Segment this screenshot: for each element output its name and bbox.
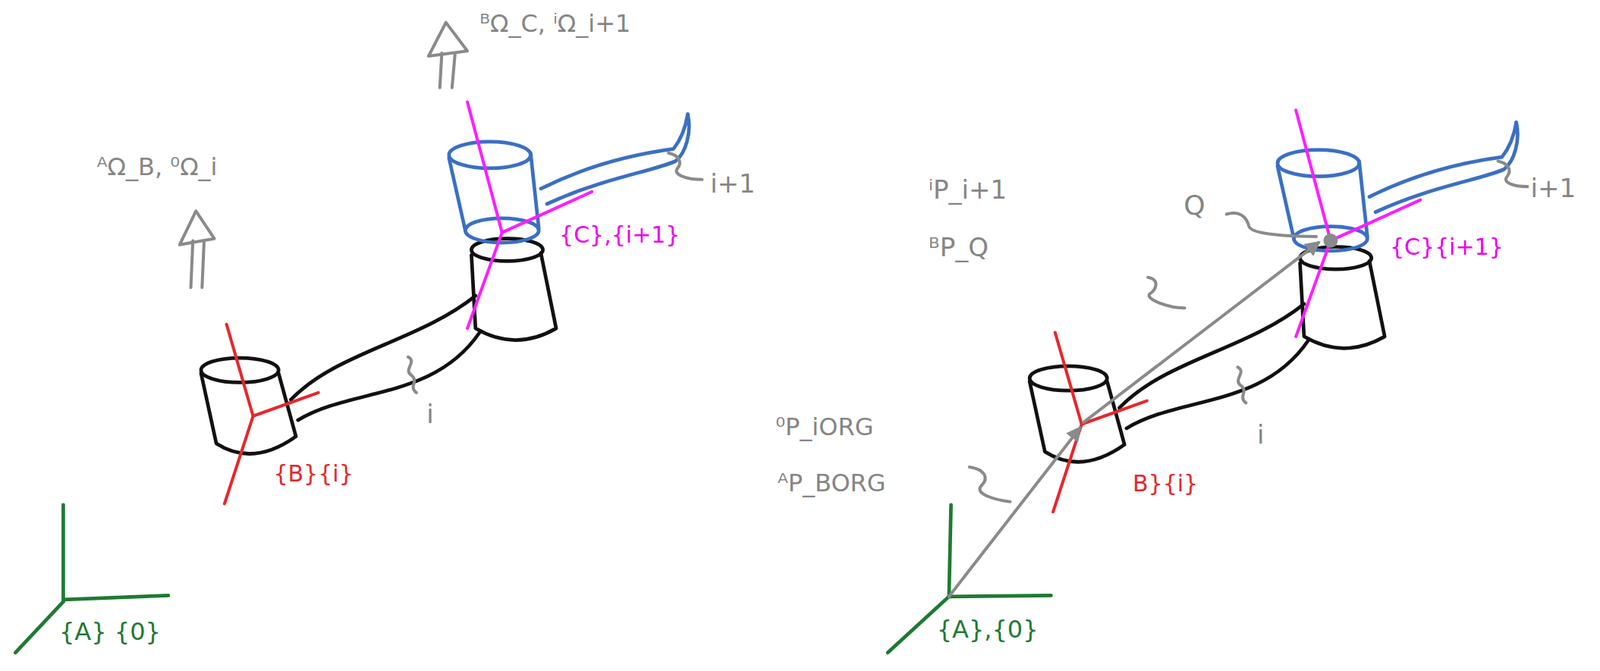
- annotation: [428, 22, 468, 57]
- frame-a: [62, 595, 169, 600]
- link-cylinder: [1277, 166, 1295, 239]
- frame-label: B}{i}: [1132, 471, 1198, 498]
- annotation: [1497, 161, 1528, 188]
- link-cylinder: [1277, 150, 1360, 177]
- frame-c: [1295, 110, 1421, 337]
- link-cylinder: [1369, 122, 1517, 197]
- angular-velocity-label: ᴬΩ_B, ⁰Ω_i: [97, 153, 218, 182]
- frame-c: [1295, 110, 1331, 337]
- link-cylinder: [1126, 340, 1308, 429]
- frame-b: [1053, 332, 1082, 513]
- frame-a: [887, 505, 1051, 654]
- robot-links: [1029, 110, 1518, 513]
- frame-a: [949, 505, 952, 598]
- link-cylinder: [1300, 260, 1386, 349]
- link-cylinder: [1277, 122, 1518, 251]
- point-label: Q: [1183, 189, 1205, 221]
- annotation: [668, 153, 702, 180]
- link-cylinder: [471, 253, 557, 341]
- link-label: i: [1257, 420, 1264, 450]
- frame-c: [467, 101, 503, 329]
- frame-a: [949, 595, 1051, 597]
- frame-label: {C}{i+1}: [1389, 234, 1504, 261]
- vector-label: ⁱP_i+1: [928, 175, 1007, 205]
- annotation: [1147, 277, 1185, 309]
- frame-b: [224, 324, 254, 505]
- frame-c: [467, 101, 592, 329]
- annotation: [191, 240, 194, 288]
- vector-label: ᴮP_Q: [928, 232, 989, 263]
- frame-label: {B}{i}: [273, 461, 353, 488]
- link-cylinder: [546, 114, 689, 205]
- point-q: [1323, 233, 1338, 249]
- annotation: [179, 22, 1528, 598]
- link-cylinder: [1375, 122, 1518, 212]
- link-cylinder: [449, 141, 532, 169]
- link-cylinder: [290, 295, 475, 400]
- link-cylinder: [201, 238, 557, 455]
- link-cylinder: [1029, 381, 1125, 463]
- frame-label: {C},{i+1}: [559, 222, 680, 249]
- link-cylinder: [298, 332, 480, 421]
- annotation: [969, 467, 1011, 503]
- link-cylinder: [449, 157, 466, 230]
- annotation: [1237, 367, 1246, 403]
- annotation: [440, 53, 443, 89]
- annotation: [179, 210, 215, 245]
- vector-label: ⁰P_iORG: [775, 413, 874, 442]
- frame-a: [15, 505, 169, 654]
- vector-label: ᴬP_BORG: [777, 469, 887, 498]
- link-label: i+1: [710, 169, 756, 199]
- frame-a: [15, 602, 63, 654]
- annotation: [408, 357, 417, 393]
- link-cylinder: [201, 373, 296, 454]
- angular-velocity-label: ᴮΩ_C, ⁱΩ_i+1: [479, 9, 631, 38]
- illustration: [15, 22, 1528, 654]
- frame-label: {A},{0}: [936, 616, 1039, 645]
- frame-b: [253, 392, 319, 417]
- frame-b: [1081, 401, 1148, 425]
- annotation: [1083, 242, 1318, 423]
- annotation: [1226, 213, 1317, 237]
- frame-label: {A} {0}: [59, 618, 161, 647]
- frame-a: [61, 505, 66, 603]
- link-cylinder: [1119, 304, 1304, 409]
- annotation: [949, 428, 1080, 598]
- annotation: [452, 53, 456, 89]
- annotation: [201, 240, 205, 288]
- link-label: i+1: [1530, 173, 1577, 204]
- link-label: i: [426, 399, 434, 430]
- link-cylinder: [540, 114, 689, 189]
- link-cylinder: [1029, 246, 1385, 463]
- robot-links: [201, 101, 689, 504]
